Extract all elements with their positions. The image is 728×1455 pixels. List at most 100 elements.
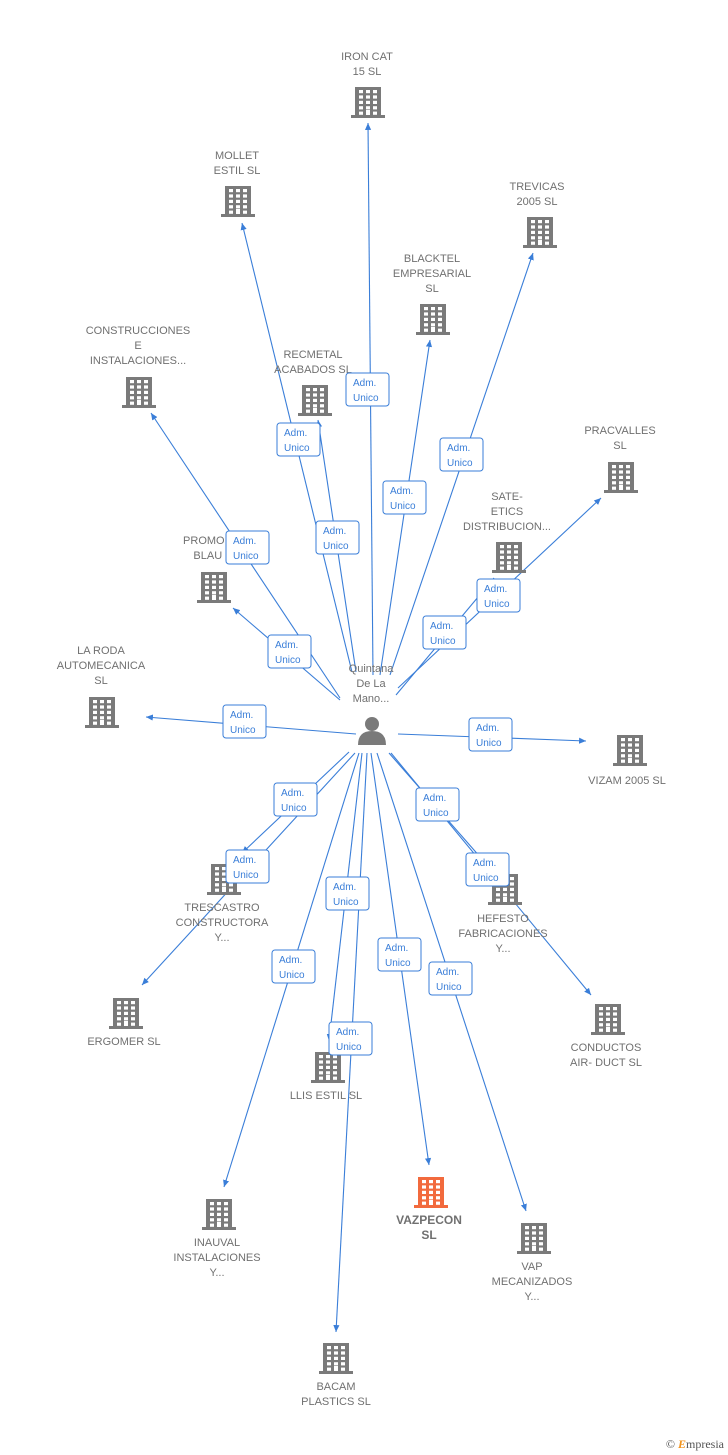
edge-label-text: Adm.	[233, 855, 256, 866]
edge-label-adm-unico[interactable]: Adm. Unico	[273, 782, 318, 817]
edge-label-text: Adm.	[390, 486, 413, 497]
edge-label-text: Unico	[233, 870, 259, 881]
building-icon	[311, 1052, 345, 1083]
center-label-line: Mano...	[353, 693, 390, 705]
company-node-llis-estil[interactable]: LLIS ESTIL SL	[290, 1052, 362, 1102]
edge-label-text: Unico	[281, 803, 307, 814]
company-label-line: LLIS ESTIL SL	[290, 1090, 362, 1102]
edge-label-text: Adm.	[284, 428, 307, 439]
building-icon	[319, 1343, 353, 1374]
company-label-line: MOLLET	[215, 150, 259, 162]
edge-label-adm-unico[interactable]: Adm.Unico	[382, 480, 427, 515]
edge-label-text: Adm.	[436, 967, 459, 978]
center-label-line: Quintana	[349, 663, 395, 675]
company-label-line: TREVICAS	[509, 181, 564, 193]
company-label-line: CONDUCTOS	[571, 1042, 642, 1054]
company-node-vizam[interactable]: VIZAM 2005 SL	[588, 735, 666, 787]
company-label-line: IRON CAT	[341, 51, 393, 63]
company-label-line: CONSTRUCTORA	[176, 917, 269, 929]
edge-label-adm-unico[interactable]: Adm.Unico	[468, 717, 513, 752]
company-node-construcciones[interactable]: CONSTRUCCIONESEINSTALACIONES...	[86, 325, 191, 408]
edge-label-text: Adm.	[447, 443, 470, 454]
company-node-la-roda[interactable]: LA RODA AUTOMECANICA SL	[57, 645, 146, 728]
edge-label-adm-unico[interactable]: Adm.Unico	[267, 634, 312, 669]
company-label-line: AUTOMECANICA	[57, 660, 146, 672]
edge-label-adm-unico[interactable]: Adm. Unico	[225, 849, 270, 884]
company-label-line: VAZPECON	[396, 1213, 462, 1227]
company-label-line: ERGOMER SL	[87, 1036, 160, 1048]
building-icon	[221, 186, 255, 217]
brand-name: mpresia	[686, 1437, 724, 1451]
edge-label-text: Adm.	[230, 710, 253, 721]
edge-label-adm-unico[interactable]: Adm.Unico	[415, 787, 460, 822]
edge-label-text: Unico	[230, 725, 256, 736]
building-icon	[517, 1223, 551, 1254]
edge-label-adm-unico[interactable]: Adm. Unico	[465, 852, 510, 887]
edge-label-adm-unico[interactable]: Adm.Unico	[328, 1021, 373, 1056]
company-label-line: SL	[94, 675, 107, 687]
copyright-symbol: ©	[665, 1437, 675, 1451]
edge-label-adm-unico[interactable]: Adm. Unico	[439, 437, 484, 472]
edge-label-text: Unico	[336, 1042, 362, 1053]
company-label-line: BLAU S	[193, 550, 232, 562]
edge-label-adm-unico[interactable]: Adm.Unico	[377, 937, 422, 972]
edge-label-adm-unico[interactable]: Adm. Unico	[276, 422, 321, 457]
edge-label-text: Unico	[476, 738, 502, 749]
edge-label-text: Adm.	[473, 858, 496, 869]
company-label-line: BACAM	[316, 1381, 355, 1393]
company-label-line: SL	[613, 440, 626, 452]
edge-label-adm-unico[interactable]: Adm.Unico	[422, 615, 467, 650]
company-label-line: PLASTICS SL	[301, 1396, 371, 1408]
edge-label-text: Adm.	[279, 955, 302, 966]
edge-label-adm-unico[interactable]: Adm.Unico	[225, 530, 270, 565]
company-label-line: INSTALACIONES...	[90, 355, 186, 367]
company-label-line: Y...	[495, 943, 510, 955]
building-icon	[85, 697, 119, 728]
edge-label-text: Unico	[473, 873, 499, 884]
edge-label-text: Unico	[353, 393, 379, 404]
edge-label-adm-unico[interactable]: Adm. Unico	[271, 949, 316, 984]
edge-label-text: Unico	[484, 599, 510, 610]
company-node-hefesto[interactable]: HEFESTOFABRICACIONESY...	[458, 874, 548, 955]
edge-label-adm-unico[interactable]: Adm. Unico	[428, 961, 473, 996]
edge-label-text: Unico	[333, 897, 359, 908]
building-icon	[122, 377, 156, 408]
edge-label-text: Adm.	[484, 584, 507, 595]
company-node-sate-etics[interactable]: SATE-ETICSDISTRIBUCION...	[463, 491, 551, 573]
edge-label-adm-unico[interactable]: Adm. Unico	[476, 578, 521, 613]
company-node-ergomer[interactable]: ERGOMER SL	[87, 998, 161, 1048]
company-label-line: LA RODA	[77, 645, 125, 657]
company-node-inauval[interactable]: INAUVALINSTALACIONESY...	[173, 1199, 261, 1279]
company-label-line: BLACKTEL	[404, 253, 460, 265]
company-node-vap[interactable]: VAPMECANIZADOSY...	[492, 1223, 573, 1303]
building-icon	[492, 542, 526, 573]
company-label-line: E	[134, 340, 141, 352]
edge-label-adm-unico[interactable]: Adm.Unico	[315, 520, 360, 555]
edge-label-text: Unico	[447, 458, 473, 469]
edge-label-adm-unico[interactable]: Adm.Unico	[345, 372, 390, 407]
footer-brand: © Empresia	[666, 1437, 724, 1452]
edge-label-text: Unico	[279, 970, 305, 981]
building-icon	[613, 735, 647, 766]
edge-label-adm-unico[interactable]: Adm.Unico	[325, 876, 370, 911]
company-node-bacam[interactable]: BACAM PLASTICS SL	[301, 1343, 371, 1408]
edge-label-text: Unico	[385, 958, 411, 969]
company-label-line: SL	[425, 283, 438, 295]
edge-label-text: Unico	[436, 982, 462, 993]
edge-label-adm-unico[interactable]: Adm. Unico	[222, 704, 267, 739]
building-icon	[298, 385, 332, 416]
brand-initial: E	[677, 1437, 686, 1451]
edge-label-text: Unico	[284, 443, 310, 454]
edge-label-text: Adm.	[281, 788, 304, 799]
company-label-line: VAP	[521, 1261, 542, 1273]
